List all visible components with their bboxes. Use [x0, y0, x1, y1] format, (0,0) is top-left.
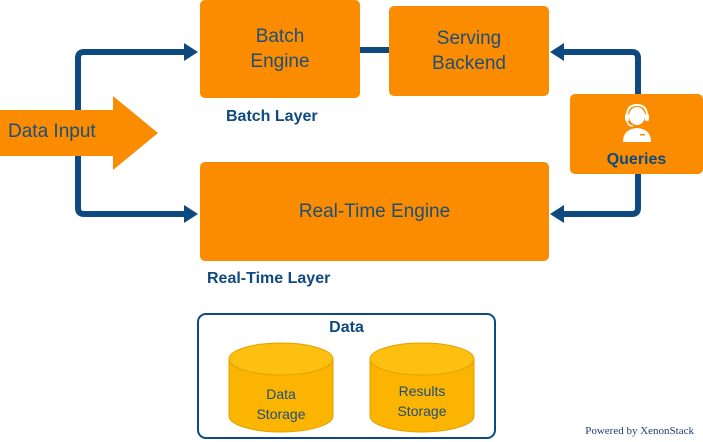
edge-queries-to-realtime	[562, 172, 641, 217]
arrowhead-queries-serving	[550, 43, 564, 61]
realtime-engine-box: Real-Time Engine	[200, 162, 549, 261]
arrowhead-to-batch	[184, 43, 198, 61]
headset-user-icon	[623, 103, 651, 142]
results-storage-line1: Results	[398, 383, 446, 399]
arrowhead-queries-realtime	[550, 205, 564, 223]
serving-backend-line1: Serving	[436, 28, 502, 49]
powered-by-footer: Powered by XenonStack	[585, 425, 694, 437]
realtime-engine-label: Real-Time Engine	[298, 201, 451, 222]
batch-layer-label: Batch Layer	[226, 108, 318, 125]
arrowhead-to-realtime	[184, 205, 198, 223]
queries-box: Queries	[570, 94, 703, 174]
batch-engine-line1: Batch	[255, 26, 305, 47]
realtime-layer-label: Real-Time Layer	[207, 270, 331, 287]
queries-label: Queries	[606, 151, 667, 168]
edge-input-to-batch	[75, 49, 186, 128]
data-input-label: Data Input	[8, 121, 96, 142]
serving-backend-line2: Backend	[432, 53, 506, 74]
results-storage-line2: Storage	[397, 403, 447, 419]
data-title: Data	[329, 319, 364, 336]
batch-engine-box: Batch Engine	[200, 0, 360, 98]
edge-queries-to-serving	[562, 49, 641, 96]
data-container: Data Data Storage Results Storage	[197, 313, 496, 439]
database-cylinder-icon	[228, 342, 334, 433]
database-cylinder-icon	[369, 342, 475, 433]
batch-engine-line2: Engine	[250, 51, 310, 72]
edge-input-to-realtime	[75, 128, 186, 217]
data-storage-line2: Storage	[256, 406, 306, 422]
data-storage-line1: Data	[266, 386, 296, 402]
results-storage-label: Results Storage	[369, 381, 475, 421]
serving-backend-box: Serving Backend	[389, 6, 549, 96]
data-input-arrow	[0, 96, 158, 170]
data-storage-label: Data Storage	[228, 384, 334, 424]
